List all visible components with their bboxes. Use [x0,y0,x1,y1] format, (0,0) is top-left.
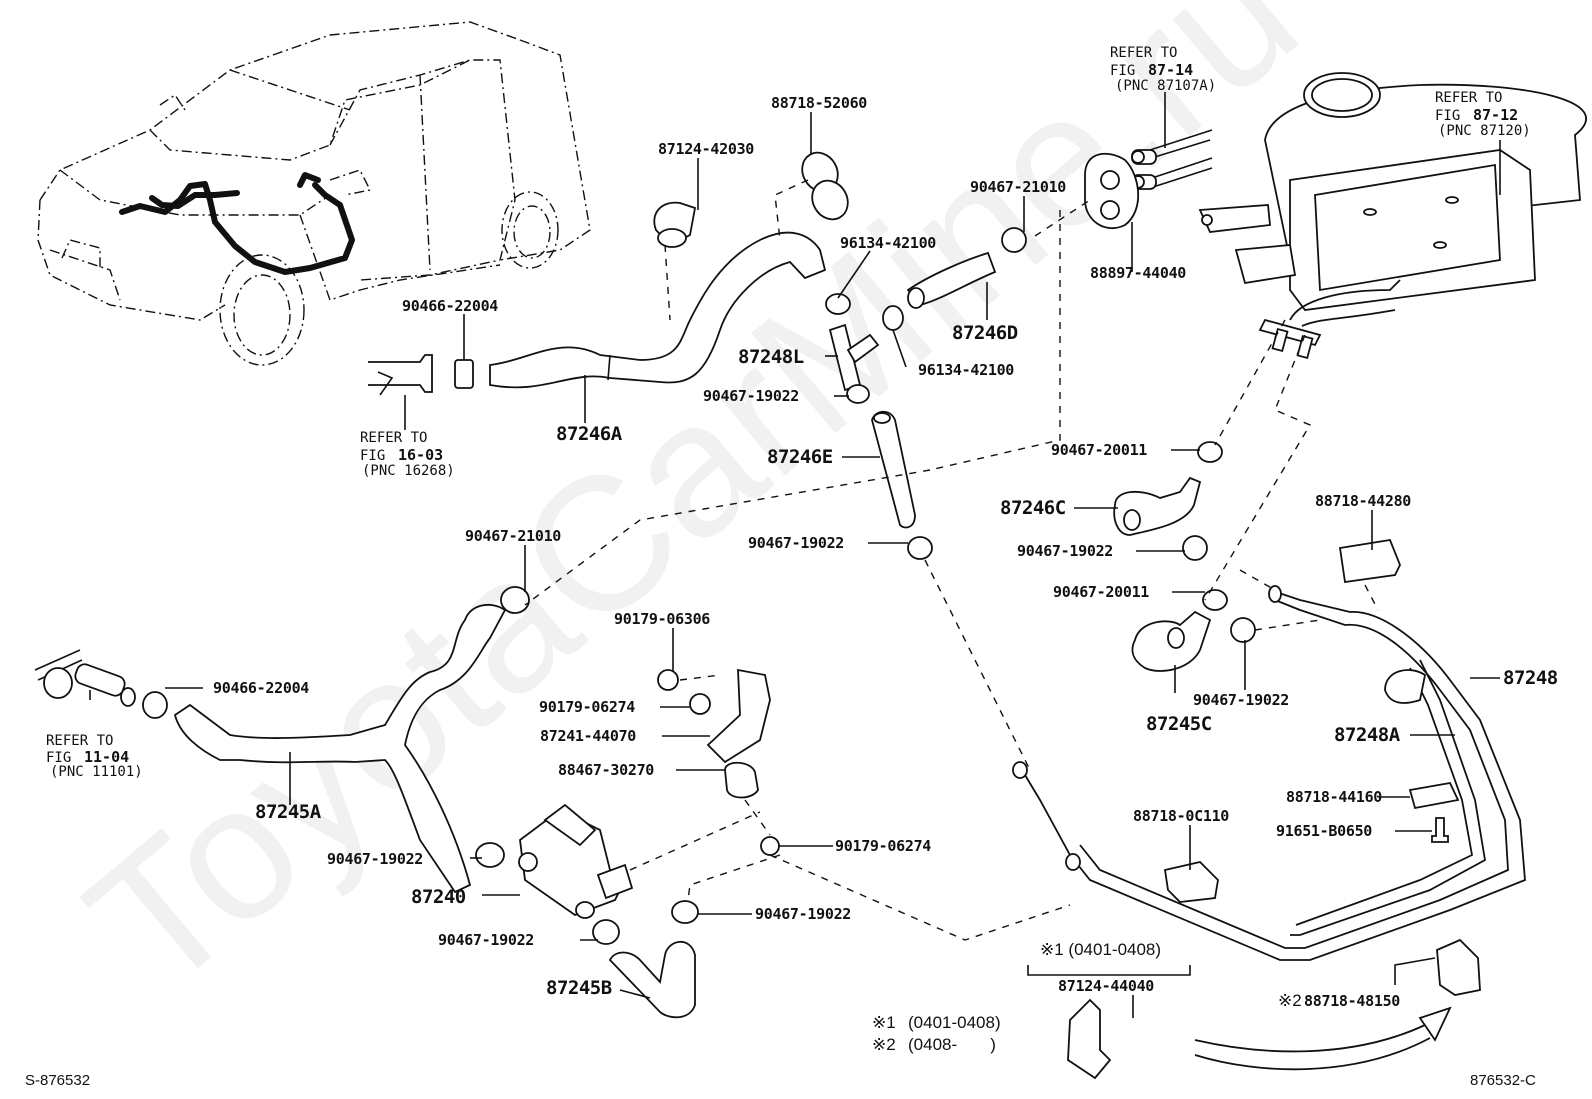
part-label[interactable]: 90467-19022 [1193,691,1289,709]
svg-text:16-03: 16-03 [398,446,443,464]
illustration-code-left: S-876532 [25,1072,90,1089]
part-label[interactable]: 87246D [952,322,1018,344]
part-label[interactable]: 90467-21010 [465,527,562,545]
svg-text:(PNC 16268): (PNC 16268) [362,463,455,479]
part-label[interactable]: 87248 [1503,667,1558,689]
svg-text:REFER TO: REFER TO [1110,45,1177,61]
svg-text:(PNC 87107A): (PNC 87107A) [1115,78,1216,94]
water-pipe-87248 [1012,585,1526,961]
part-label[interactable]: 90467-20011 [1053,583,1150,601]
part-label[interactable]: 87241-44070 [540,727,637,745]
packing-88897-44040 [1084,152,1140,230]
part-label[interactable]: 88718-44280 [1315,492,1412,510]
svg-text:(0408- ): (0408- ) [908,1035,996,1054]
part-label[interactable]: 90466-22004 [213,679,310,697]
illustration-code-right: 876532-C [1470,1072,1536,1089]
part-label[interactable]: 87245C [1146,713,1212,735]
svg-text:FIG: FIG [1110,63,1135,79]
applicability-legend: ※1 (0401-0408) ※2 (0408- ) [872,1013,1001,1054]
hose-87245a [173,603,507,894]
hose-87246d [906,251,997,307]
part-label[interactable]: 87240 [411,886,466,908]
clamp-88718-44280 [1338,538,1401,584]
heater-unit [1198,72,1587,360]
svg-text:87-12: 87-12 [1473,106,1518,124]
clamp-88718-48150 [1436,938,1481,996]
svg-text:(PNC 87120): (PNC 87120) [1438,123,1531,139]
part-label[interactable]: 88467-30270 [558,761,655,779]
reference-fig-87-14: REFER TO FIG 87-14 (PNC 87107A) [1110,45,1216,94]
replacement-arrow [1194,1006,1452,1071]
part-label[interactable]: 87124-42030 [658,140,755,158]
clamp-87124-44040 [1067,998,1112,1080]
part-label[interactable]: 88718-0C110 [1133,807,1230,825]
part-label[interactable]: 87248A [1334,724,1401,746]
replacement-mark: ※2 [1278,991,1302,1010]
part-label[interactable]: 91651-B0650 [1276,822,1373,840]
reference-fig-16-03: REFER TO FIG 16-03 (PNC 16268) [360,430,455,479]
svg-text:FIG: FIG [360,448,385,464]
svg-text:REFER TO: REFER TO [360,430,427,446]
part-label[interactable]: 87246E [767,446,833,468]
part-label[interactable]: 90467-19022 [748,534,844,552]
part-label[interactable]: 90467-19022 [703,387,799,405]
svg-text:※2: ※2 [872,1035,896,1054]
svg-text:REFER TO: REFER TO [1435,90,1502,106]
svg-text:(0401-0408): (0401-0408) [908,1013,1001,1032]
reference-fig-11-04: REFER TO FIG 11-04 (PNC 11101) [46,733,143,780]
part-label[interactable]: 90466-22004 [402,297,499,315]
part-label[interactable]: 88718-48150 [1304,992,1401,1010]
part-label[interactable]: 96134-42100 [918,361,1015,379]
cushion-88467-30270 [724,761,759,799]
part-label[interactable]: 87245A [255,801,322,823]
bracket-note: ※1 (0401-0408) [1040,940,1161,959]
clamp-88718-52060 [801,151,849,221]
part-label[interactable]: 90467-19022 [438,931,534,949]
part-label[interactable]: 90179-06274 [835,837,932,855]
part-label[interactable]: 90179-06274 [539,698,636,716]
svg-text:FIG: FIG [46,750,71,766]
reference-fig-87-12: REFER TO FIG 87-12 (PNC 87120) [1435,90,1531,139]
part-label[interactable]: 96134-42100 [840,234,937,252]
wire-harness [119,181,355,275]
part-labels: 88718-52060 87124-42030 90467-21010 8889… [213,94,1558,1010]
leader-lines [89,92,1501,1018]
part-label[interactable]: 88718-52060 [771,94,868,112]
clamp-88718-0c110 [1163,861,1219,903]
svg-text:11-04: 11-04 [84,748,129,766]
ac-pipes-87107a [1131,129,1213,190]
hose-87246a [489,231,827,389]
clamp-88718-44160 [1408,781,1460,810]
part-label[interactable]: 87124-44040 [1058,977,1155,995]
assembly-guide-lines [524,179,1379,941]
engine-connector [34,649,136,707]
part-label[interactable]: 90467-19022 [755,905,851,923]
svg-text:REFER TO: REFER TO [46,733,113,749]
svg-text:FIG: FIG [1435,108,1460,124]
part-label[interactable]: 90179-06306 [614,610,711,628]
water-valve-87240 [518,803,634,919]
part-label[interactable]: 87246C [1000,497,1066,519]
part-label[interactable]: 88897-44040 [1090,264,1187,282]
svg-text:87-14: 87-14 [1148,61,1193,79]
part-label[interactable]: 90467-19022 [327,850,423,868]
vehicle-outline-illustration [37,21,591,366]
part-label[interactable]: 90467-20011 [1051,441,1148,459]
bracket-87241-44070 [706,668,771,764]
part-label[interactable]: 88718-44160 [1286,788,1383,806]
part-label[interactable]: 87248L [738,346,804,368]
part-label[interactable]: 87245B [546,977,612,999]
hose-87246e [871,410,916,529]
bolt-91651-b0650 [1431,817,1449,843]
part-label[interactable]: 90467-19022 [1017,542,1113,560]
svg-text:(PNC 11101): (PNC 11101) [50,764,143,780]
hose-87245b [608,940,696,1019]
part-label[interactable]: 87246A [556,423,623,445]
svg-text:※1: ※1 [872,1013,896,1032]
part-label[interactable]: 90467-21010 [970,178,1067,196]
